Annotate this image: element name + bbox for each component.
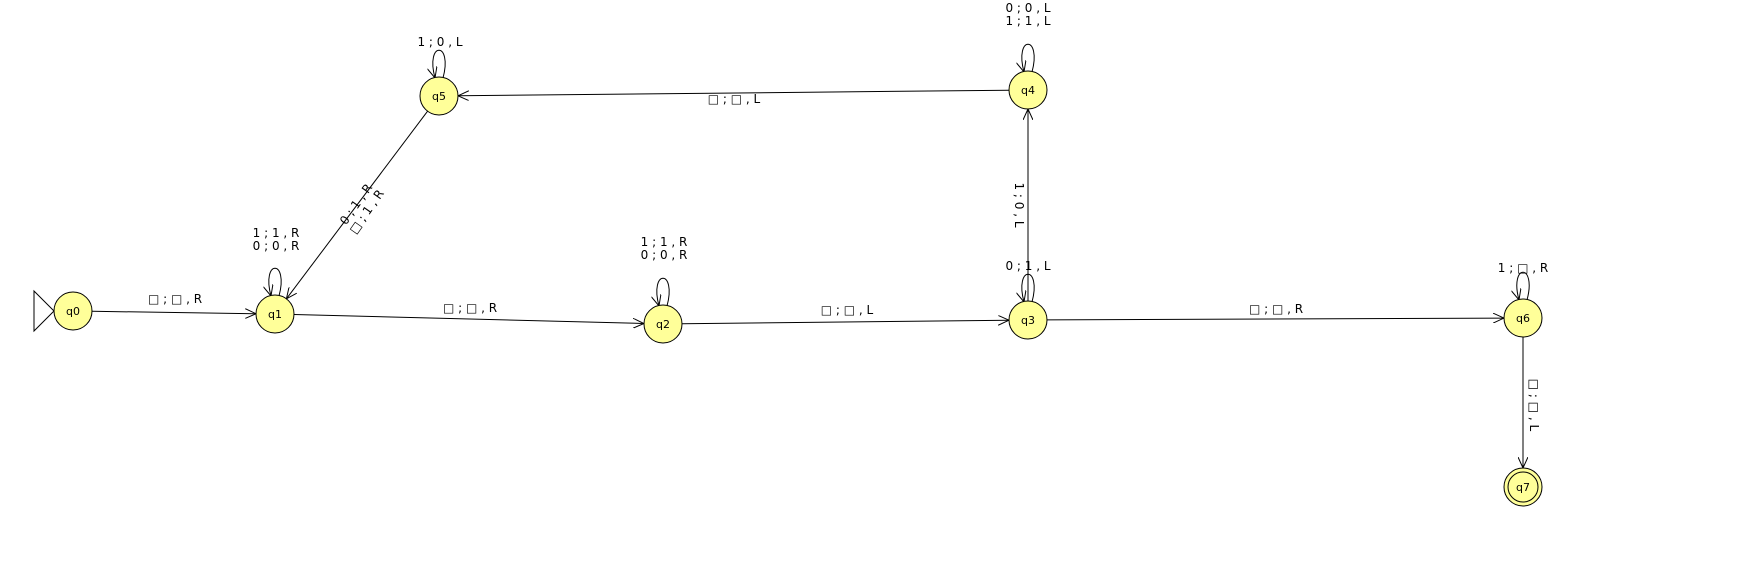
- transition-label: 1 ; 1 , R: [253, 226, 300, 240]
- state-q1[interactable]: q1: [255, 294, 295, 334]
- transition-label: □ ; □ , R: [148, 292, 202, 306]
- transition-label-group-q6-q7: □ ; □ , L: [1527, 379, 1541, 432]
- transition-label: □ ; □ , L: [708, 92, 761, 106]
- state-label: q5: [432, 90, 446, 103]
- transition-label: 1 ; 0 , L: [417, 35, 462, 49]
- start-state-marker: [33, 289, 55, 333]
- transition-q4-q5: [458, 89, 1010, 96]
- transition-label-group-q4-q5: □ ; □ , L: [708, 92, 761, 106]
- state-q0[interactable]: q0: [53, 291, 93, 331]
- transition-label: □ ; □ , R: [1249, 302, 1303, 316]
- transition-label-group-q4-q4: 0 ; 0 , L1 ; 1 , L: [1005, 1, 1050, 28]
- transition-q2-q3: [681, 320, 1009, 324]
- state-circle: [419, 76, 459, 116]
- transition-label: 0 ; 0 , R: [641, 248, 688, 262]
- transition-label-group-q2-q3: □ ; □ , L: [821, 303, 874, 317]
- state-label: q6: [1516, 312, 1530, 325]
- transition-label: 1 ; 0 , L: [1012, 182, 1026, 227]
- transition-label: 0 ; 0 , L: [1005, 1, 1050, 15]
- state-label: q3: [1021, 314, 1035, 327]
- transition-label: 1 ; □ , R: [1498, 261, 1548, 275]
- transition-q1-q2: [293, 313, 644, 323]
- transition-label-group-q6-q6: 1 ; □ , R: [1498, 261, 1548, 275]
- transition-label-group-q3-q6: □ ; □ , R: [1249, 302, 1303, 316]
- transition-label: □ ; □ , L: [821, 303, 874, 317]
- transition-label: 0 ; 0 , R: [253, 239, 300, 253]
- transition-label-group-q0-q1: □ ; □ , R: [148, 292, 202, 306]
- state-circle: [1008, 300, 1048, 340]
- state-circle: [1008, 70, 1048, 110]
- transition-label-group-q5-q5: 1 ; 0 , L: [417, 35, 462, 49]
- transition-label: 1 ; 1 , L: [1005, 14, 1050, 28]
- state-q2[interactable]: q2: [643, 304, 683, 344]
- state-q6[interactable]: q6: [1503, 298, 1543, 338]
- state-circle: [1503, 298, 1543, 338]
- transition-label-group-q3-q4: 1 ; 0 , L: [1012, 182, 1026, 227]
- state-label: q0: [66, 305, 80, 318]
- accept-state-ring: [1507, 471, 1539, 503]
- transition-labels-layer: □ ; □ , R1 ; 1 , R0 ; 0 , R□ ; □ , R1 ; …: [148, 1, 1548, 432]
- transition-q5-q5: [433, 49, 446, 78]
- transition-label: 1 ; 1 , R: [641, 235, 688, 249]
- transition-label-group-q1-q1: 1 ; 1 , R0 ; 0 , R: [253, 226, 300, 253]
- state-label: q4: [1021, 84, 1035, 97]
- transition-q3-q6: [1046, 318, 1504, 320]
- transition-label: □ ; □ , R: [443, 301, 497, 315]
- transition-q6-q6: [1517, 271, 1530, 300]
- transition-label-group-q2-q2: 1 ; 1 , R0 ; 0 , R: [641, 235, 688, 262]
- state-q4[interactable]: q4: [1008, 70, 1048, 110]
- transition-q1-q1: [269, 267, 282, 296]
- transition-q2-q2: [657, 277, 670, 306]
- transition-label: 0 ; 1 , L: [1005, 259, 1050, 273]
- transition-label-group-q5-q1: 0 ; 1 , R□ ; 1 , R: [337, 181, 387, 236]
- state-q5[interactable]: q5: [419, 76, 459, 116]
- state-label: q2: [656, 318, 670, 331]
- transition-q5-q1: [286, 110, 428, 299]
- transition-label-group-q3-q3: 0 ; 1 , L: [1005, 259, 1050, 273]
- transitions-layer: [33, 43, 1530, 468]
- transition-q0-q1: [91, 311, 256, 313]
- state-circle: [255, 294, 295, 334]
- transition-label: □ ; □ , L: [1527, 379, 1541, 432]
- states-layer: q0 q1 q2 q3 q4 q5 q6 q7: [53, 70, 1543, 507]
- state-label: q1: [268, 308, 282, 321]
- state-q3[interactable]: q3: [1008, 300, 1048, 340]
- state-q7[interactable]: q7: [1503, 467, 1543, 507]
- state-label: q7: [1516, 481, 1530, 494]
- state-circle: [53, 291, 93, 331]
- transition-q4-q4: [1022, 43, 1035, 72]
- state-circle: [643, 304, 683, 344]
- transition-label-group-q1-q2: □ ; □ , R: [443, 301, 497, 315]
